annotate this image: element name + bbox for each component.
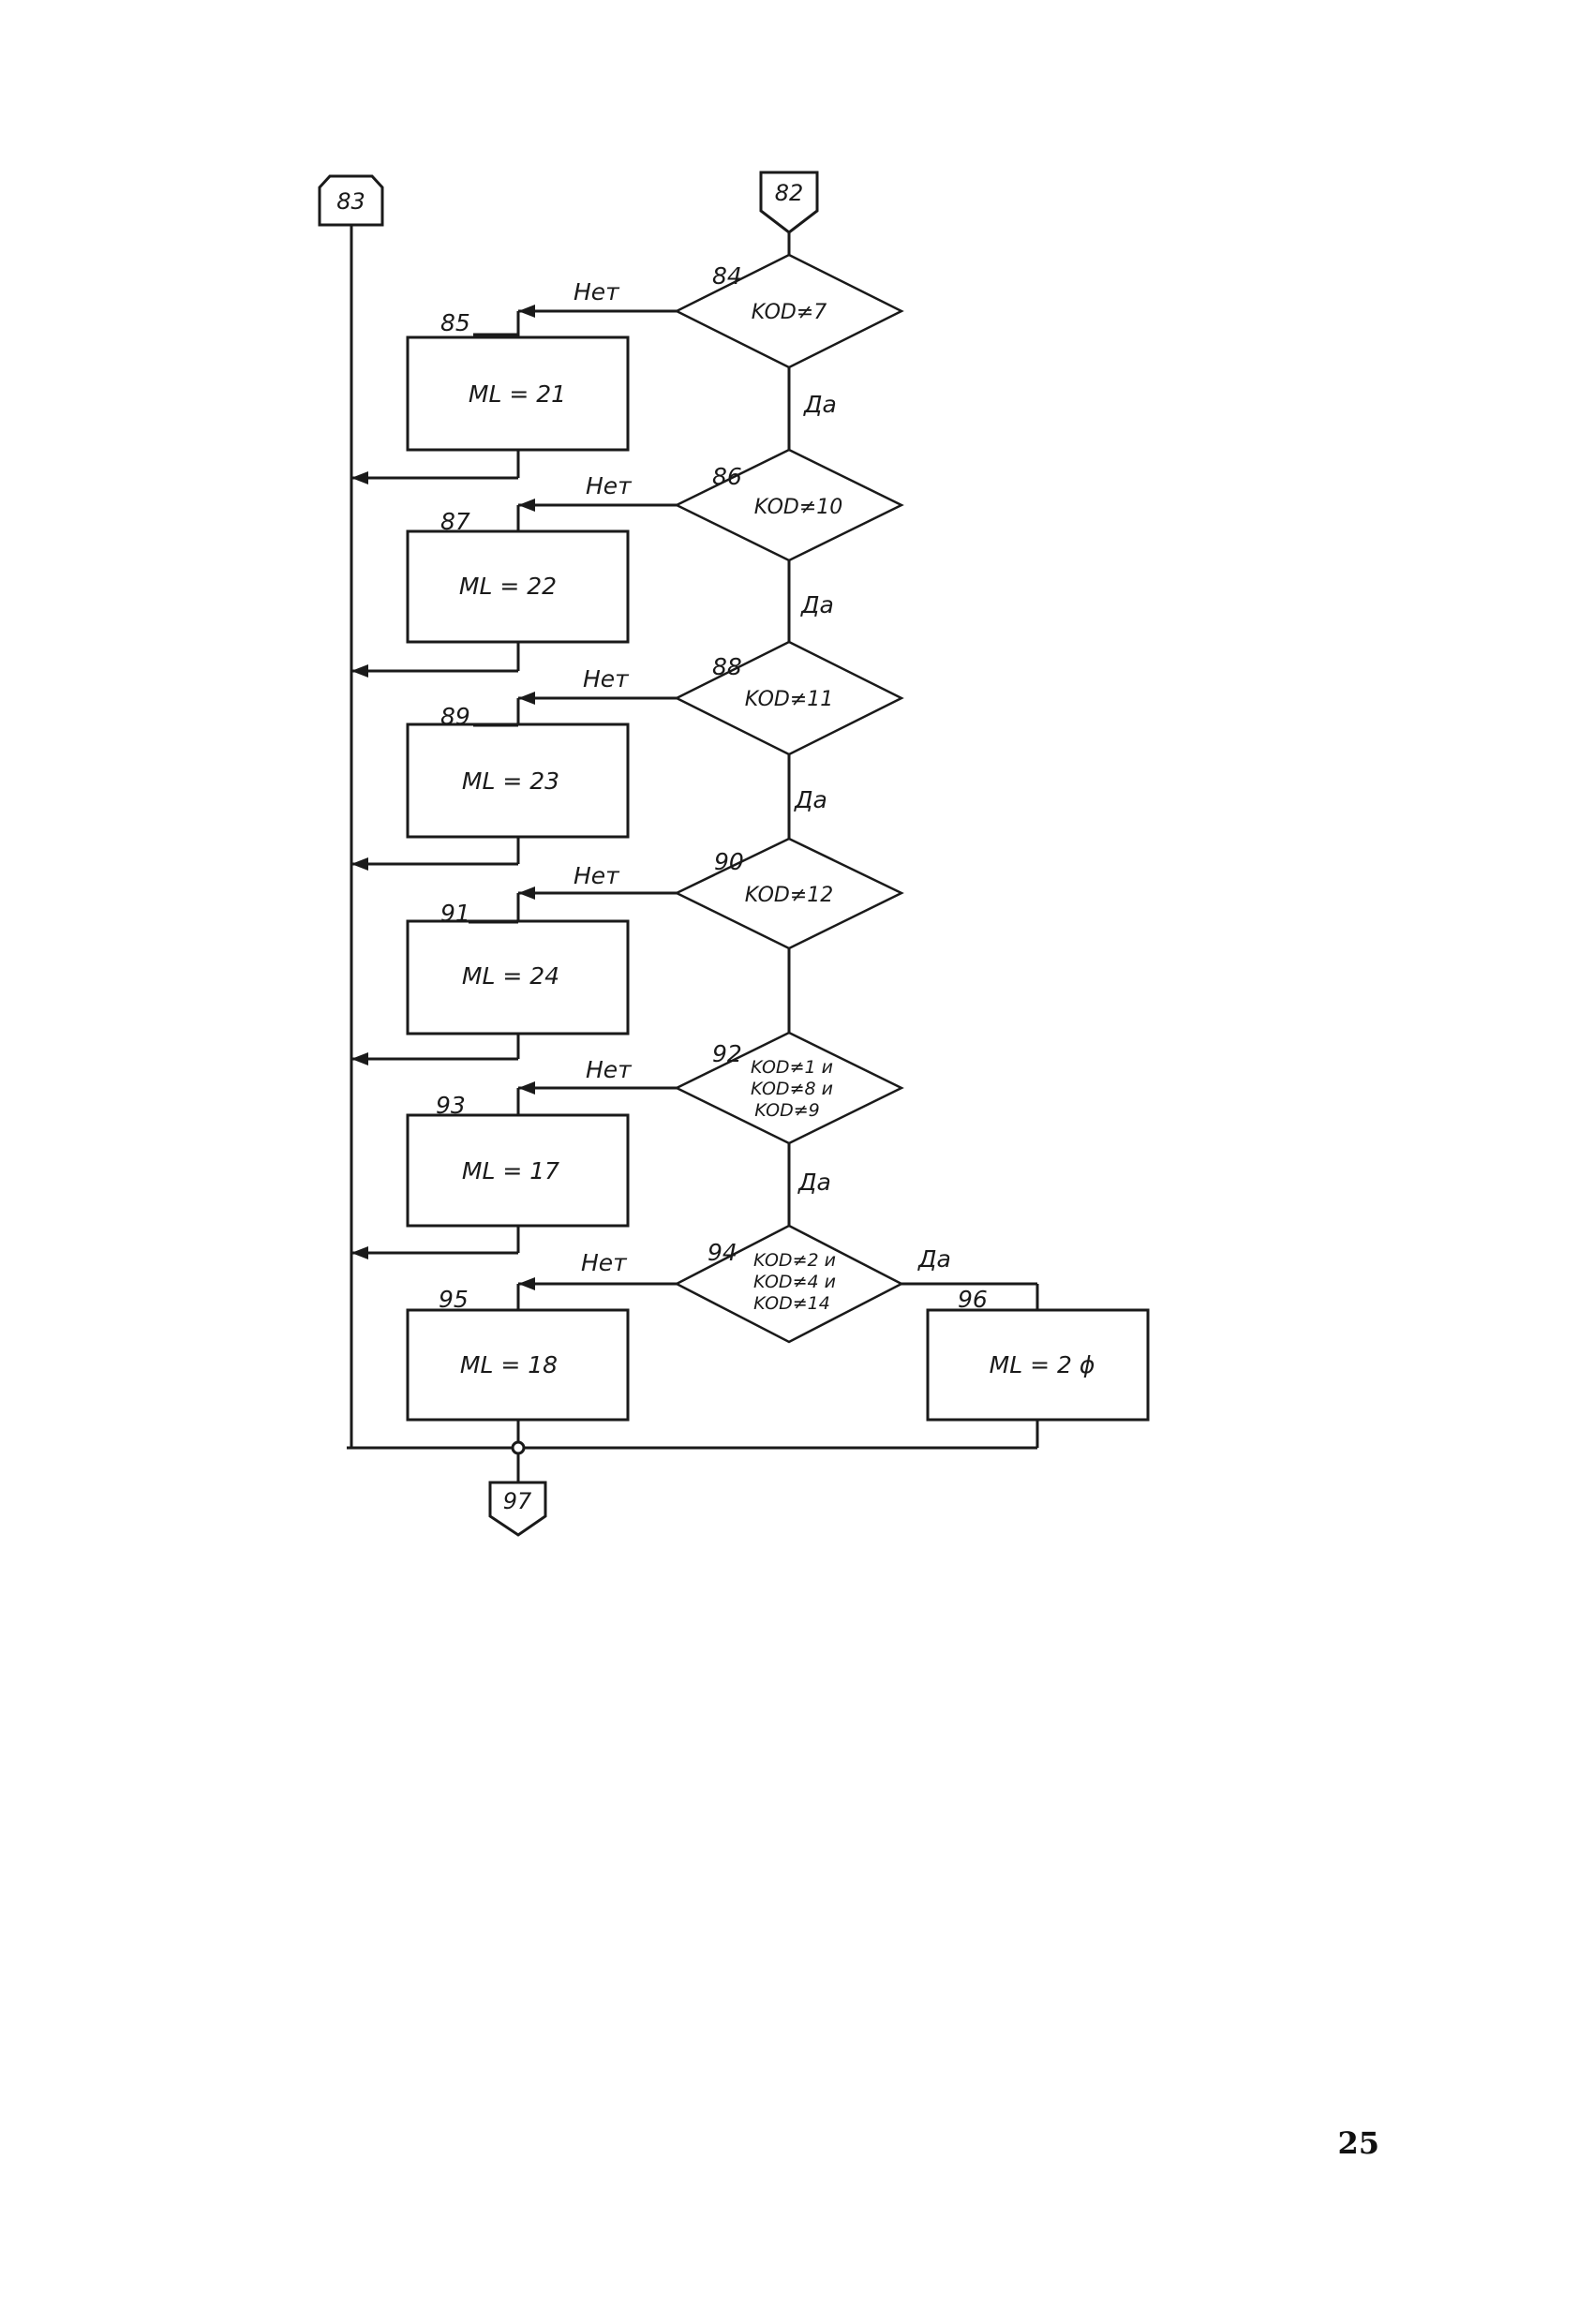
decision-88-condition: KOD≠11 [745,688,834,711]
connector-83: 83 [318,174,384,227]
decision-86-number: 86 [712,463,742,490]
decision-90-condition: KOD≠12 [745,884,834,907]
process-85-text: ML = 21 [469,380,566,408]
decision-92-number: 92 [712,1040,742,1067]
decision-94-number: 94 [708,1239,737,1266]
box91-exit-arrowhead [351,1052,368,1065]
process-91-number: 91 [440,900,470,927]
decision-88-diamond [674,640,904,756]
d94-yes-label: Да [917,1245,951,1273]
connector-82-label: 82 [775,180,804,206]
decision-92-condition-line-2: KOD≠8 и [751,1079,833,1099]
d94-no-arrowhead [518,1277,535,1290]
connector-82: 82 [759,171,819,234]
process-93-box [406,1113,630,1228]
decision-84-number: 84 [712,262,742,290]
process-89-number: 89 [440,703,470,730]
connector-83-label: 83 [336,188,365,215]
d86-yes-label: Да [800,591,834,618]
d90-no-label: Нет [574,862,620,889]
d84-no-label: Нет [574,278,620,305]
d94-no-label: Нет [581,1249,628,1276]
process-89-text: ML = 23 [462,767,559,795]
d90-no-arrowhead [518,886,535,900]
decision-84-diamond [674,253,904,369]
process-91-box [406,919,630,1035]
d84-no-arrowhead [518,305,535,318]
box93-exit-arrowhead [351,1246,368,1259]
decision-94-condition-line-1: KOD≠2 и [753,1250,836,1271]
d92-no-label: Нет [586,1056,633,1083]
process-91-text: ML = 24 [462,962,559,990]
d86-no-label: Нет [586,472,633,499]
process-87-text: ML = 22 [459,573,557,600]
box89-exit-arrowhead [351,857,368,871]
d88-no-label: Нет [583,665,630,693]
box85-exit-arrowhead [351,471,368,484]
decision-92-diamond [674,1031,904,1145]
d88-no-arrowhead [518,692,535,705]
decision-86-diamond [674,448,904,562]
decision-92-condition-line-3: KOD≠9 [754,1100,820,1121]
process-89-box [406,723,630,839]
decision-94-diamond [674,1224,904,1344]
connector-97: 97 [488,1481,547,1537]
decision-94-condition-line-2: KOD≠4 и [753,1272,836,1292]
connector-97-label: 97 [503,1488,532,1514]
process-96-box [926,1308,1150,1422]
process-95-text: ML = 18 [460,1351,558,1378]
decision-84-condition: KOD≠7 [752,301,827,324]
junction-dot [511,1440,526,1455]
process-95-box [406,1308,630,1422]
decision-90-number: 90 [714,848,744,875]
process-96-number: 96 [958,1286,988,1313]
d86-no-arrowhead [518,499,535,512]
process-85-box [406,335,630,452]
decision-92-condition-line-1: KOD≠1 и [751,1057,833,1078]
decision-90-diamond [674,837,904,950]
process-85-number: 85 [440,309,470,336]
process-87-number: 87 [440,508,470,535]
box87-exit-arrowhead [351,664,368,678]
d92-yes-label: Да [797,1169,831,1196]
process-96-text: ML = 2 ϕ [990,1351,1095,1378]
process-93-text: ML = 17 [462,1157,559,1184]
d88-yes-label: Да [794,786,827,813]
d84-yes-label: Да [803,391,837,418]
decision-86-condition: KOD≠10 [754,496,843,519]
process-95-number: 95 [439,1286,469,1313]
decision-94-condition-line-3: KOD≠14 [753,1293,830,1314]
d92-no-arrowhead [518,1081,535,1095]
decision-88-number: 88 [712,653,742,680]
page-number: 25 [1337,2125,1379,2161]
process-93-number: 93 [436,1092,466,1119]
